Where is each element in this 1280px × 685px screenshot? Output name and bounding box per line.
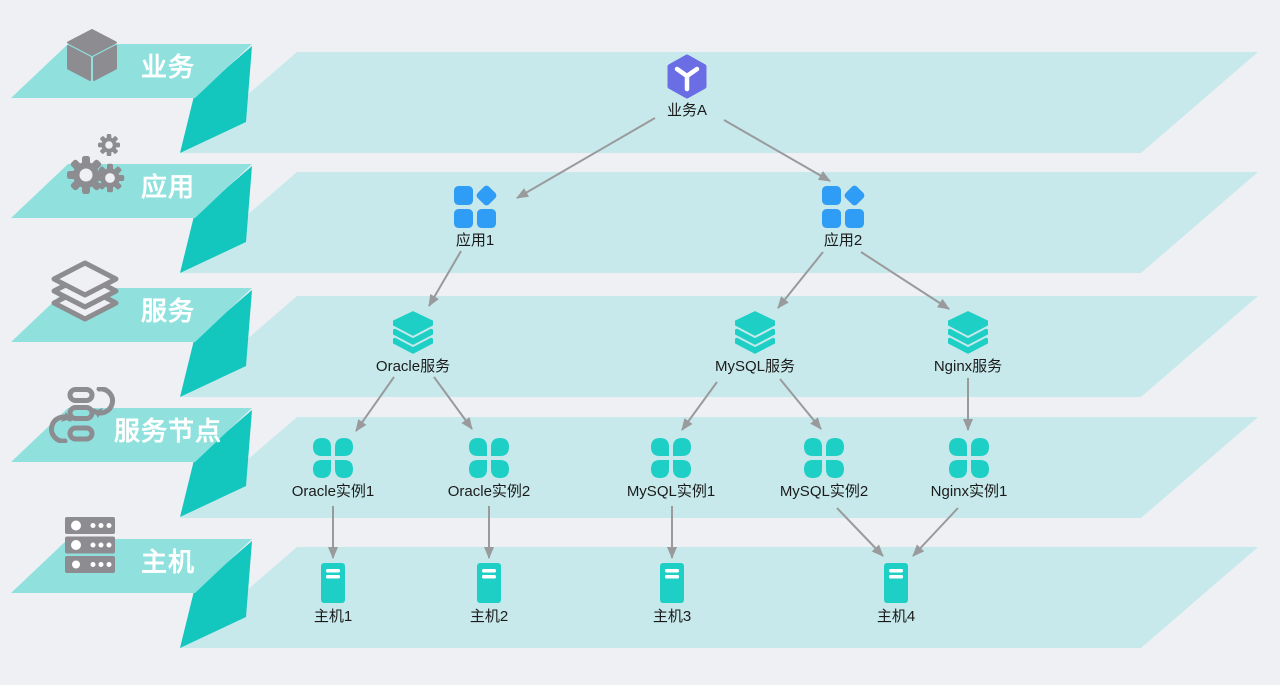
node-host-1: 主机1 xyxy=(258,560,408,625)
node-label: 应用1 xyxy=(455,232,495,249)
layer-tab-service-node: 服务节点 xyxy=(0,386,280,533)
workflow-cycle-icon xyxy=(49,386,115,448)
node-oracle-instance-1: Oracle实例1 xyxy=(258,435,408,500)
node-label: 主机1 xyxy=(313,608,353,625)
node-label: MySQL实例2 xyxy=(779,483,869,500)
node-app-2: 应用2 xyxy=(768,184,918,249)
teal-stack-icon xyxy=(893,310,1043,356)
node-label: 应用2 xyxy=(823,232,863,249)
server-rack-icon xyxy=(62,517,118,578)
layer-band-host xyxy=(180,547,1258,648)
layer-label: 服务 xyxy=(140,296,195,326)
node-label: 主机3 xyxy=(652,608,692,625)
node-label: Oracle实例1 xyxy=(291,483,375,500)
layer-tab-host: 主机 xyxy=(0,517,280,664)
teal-server-icon xyxy=(597,560,747,606)
gears-icon xyxy=(60,131,128,204)
layer-label: 服务节点 xyxy=(113,416,222,446)
node-oracle-instance-2: Oracle实例2 xyxy=(414,435,564,500)
layer-band-business xyxy=(180,52,1258,153)
node-host-2: 主机2 xyxy=(414,560,564,625)
cube-icon xyxy=(63,26,121,89)
purple-cube-icon xyxy=(612,54,762,100)
layers-stack-icon xyxy=(50,260,120,327)
layer-band-application xyxy=(180,172,1258,273)
node-host-3: 主机3 xyxy=(597,560,747,625)
blue-app-grid-icon xyxy=(400,184,550,230)
teal-stack-icon xyxy=(680,310,830,356)
teal-clover-icon xyxy=(749,435,899,481)
layer-tab-service: 服务 xyxy=(0,260,280,413)
node-label: Nginx服务 xyxy=(933,358,1003,375)
node-host-4: 主机4 xyxy=(821,560,971,625)
layer-label: 应用 xyxy=(140,172,195,202)
node-label: MySQL服务 xyxy=(714,358,795,375)
node-mysql-instance-2: MySQL实例2 xyxy=(749,435,899,500)
teal-clover-icon xyxy=(894,435,1044,481)
node-label: 业务A xyxy=(666,102,707,119)
teal-clover-icon xyxy=(596,435,746,481)
node-nginx-instance-1: Nginx实例1 xyxy=(894,435,1044,500)
node-label: 主机4 xyxy=(876,608,916,625)
node-nginx-service: Nginx服务 xyxy=(893,310,1043,375)
teal-server-icon xyxy=(414,560,564,606)
layer-label: 业务 xyxy=(140,52,195,82)
node-label: Nginx实例1 xyxy=(930,483,1008,500)
teal-clover-icon xyxy=(414,435,564,481)
node-app-1: 应用1 xyxy=(400,184,550,249)
node-mysql-service: MySQL服务 xyxy=(680,310,830,375)
layer-band-service-node xyxy=(180,417,1258,518)
teal-server-icon xyxy=(258,560,408,606)
node-business-a: 业务A xyxy=(612,54,762,119)
teal-clover-icon xyxy=(258,435,408,481)
node-label: MySQL实例1 xyxy=(626,483,716,500)
layer-tab-business: 业务 xyxy=(0,29,280,169)
node-label: Oracle实例2 xyxy=(447,483,531,500)
teal-server-icon xyxy=(821,560,971,606)
blue-app-grid-icon xyxy=(768,184,918,230)
layer-tab-application: 应用 xyxy=(0,133,280,289)
node-oracle-service: Oracle服务 xyxy=(338,310,488,375)
layer-label: 主机 xyxy=(140,547,195,577)
teal-stack-icon xyxy=(338,310,488,356)
node-label: Oracle服务 xyxy=(375,358,451,375)
node-label: 主机2 xyxy=(469,608,509,625)
node-mysql-instance-1: MySQL实例1 xyxy=(596,435,746,500)
